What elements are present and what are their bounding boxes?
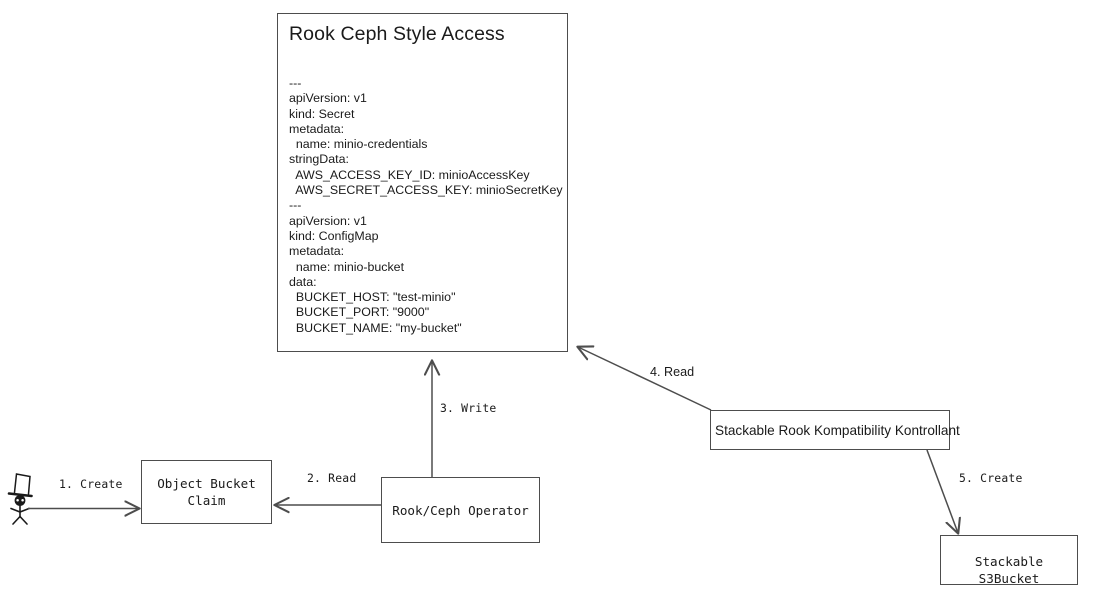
node-object-bucket-claim: Object Bucket Claim (141, 460, 272, 524)
node-stackable-rook-kompatibility-kontrollant: Stackable Rook Kompatibility Kontrollant (710, 410, 960, 450)
user-actor-figure (7, 473, 33, 525)
edge-label-write3: 3. Write (440, 401, 497, 415)
edge-label-read2: 2. Read (307, 471, 357, 485)
edge-label-create5: 5. Create (959, 471, 1023, 485)
edge-label-create1: 1. Create (59, 477, 123, 491)
edge-create5-arrow (926, 449, 958, 533)
edge-read4-arrow (578, 347, 712, 411)
panel-yaml-code: --- apiVersion: v1 kind: Secret metadata… (289, 76, 563, 335)
node-object-bucket-claim-label: Object Bucket Claim (157, 476, 256, 508)
edge-label-read4: 4. Read (650, 365, 695, 379)
panel-title: Rook Ceph Style Access (289, 23, 505, 45)
node-rook-ceph-operator-label: Rook/Ceph Operator (392, 503, 529, 518)
node-rook-ceph-operator: Rook/Ceph Operator (381, 477, 540, 543)
node-stackable-s3bucket-label: Stackable S3Bucket (974, 554, 1044, 586)
rook-ceph-style-access-panel: Rook Ceph Style Access --- apiVersion: v… (277, 13, 568, 352)
node-stackable-s3bucket: Stackable S3Bucket (940, 535, 1078, 586)
node-srkk-label: Stackable Rook Kompatibility Kontrollant (715, 423, 960, 438)
